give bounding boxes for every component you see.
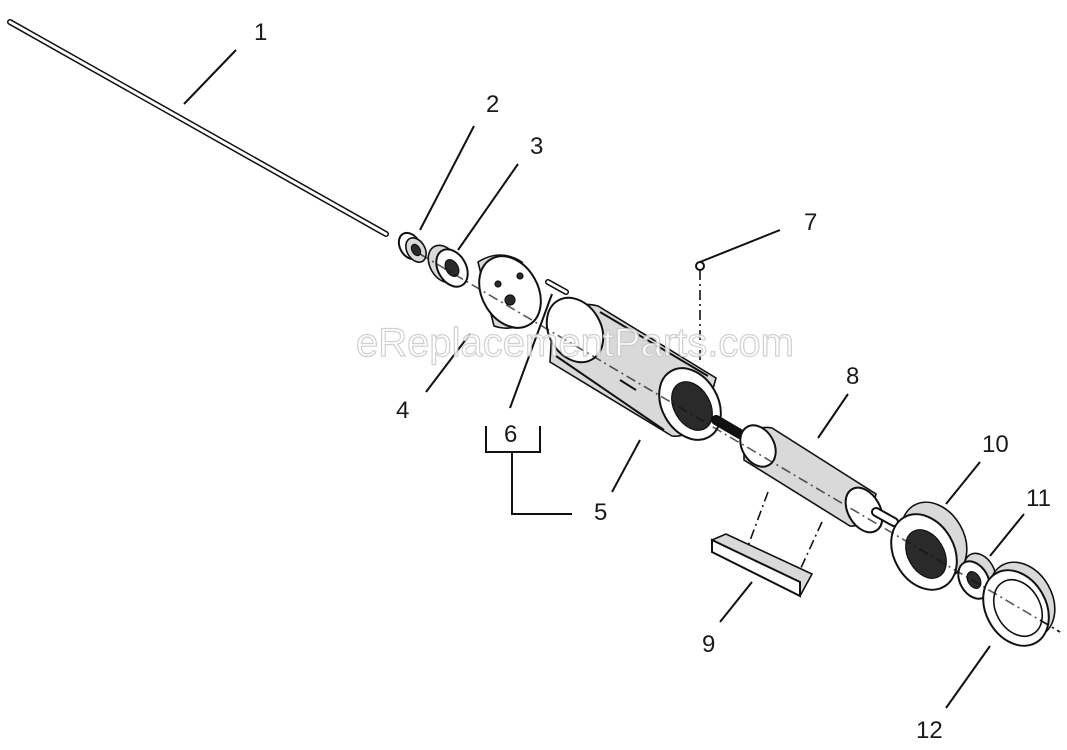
callout-5: 5 — [594, 499, 607, 526]
part-3-bearing — [427, 244, 469, 288]
part-2-nut — [397, 231, 427, 263]
callout-4: 4 — [396, 397, 409, 424]
part-6-pin — [545, 279, 569, 295]
callout-12: 12 — [916, 717, 943, 744]
callout-10: 10 — [982, 431, 1009, 458]
callout-9: 9 — [702, 631, 715, 658]
callout-7: 7 — [804, 209, 817, 236]
part-1-shaft — [7, 19, 389, 237]
callout-6: 6 — [504, 421, 517, 448]
part-8-rotor — [711, 415, 899, 534]
part-9-magnet — [710, 491, 823, 598]
part-12-ring — [982, 561, 1061, 647]
callout-labels: 1 2 3 4 5 6 7 8 9 10 11 12 — [254, 19, 1051, 744]
callout-11: 11 — [1026, 485, 1051, 512]
part-5-housing — [545, 296, 722, 441]
watermark-text: eReplacementParts.com — [356, 321, 794, 365]
part-4-end-cap — [477, 254, 542, 329]
callout-8: 8 — [846, 363, 859, 390]
assembly-axis — [419, 253, 1061, 633]
callout-1: 1 — [254, 19, 267, 46]
callout-3: 3 — [530, 133, 543, 160]
leader-lines — [183, 49, 1025, 709]
callout-2: 2 — [486, 91, 499, 118]
